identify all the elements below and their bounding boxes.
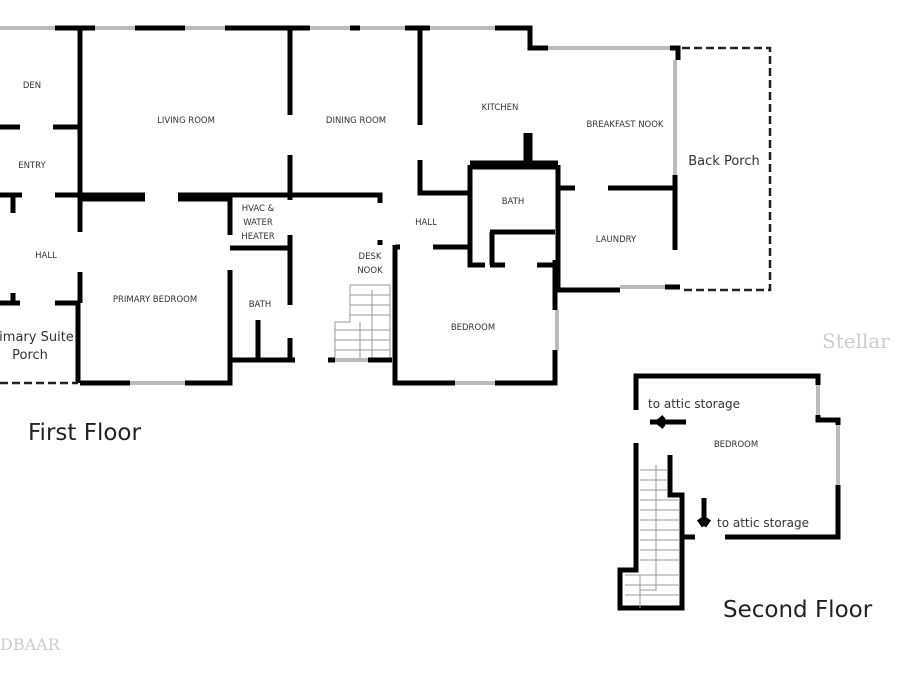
label-hall-left: HALL xyxy=(35,251,57,261)
label-hvac-2: WATER xyxy=(243,218,273,228)
watermark-dbaar: DBAAR xyxy=(0,635,61,654)
label-back-porch: Back Porch xyxy=(688,154,759,169)
arrow-icon xyxy=(650,415,712,528)
label-laundry: LAUNDRY xyxy=(596,235,637,245)
label-bath-upper: BATH xyxy=(502,197,525,207)
label-hall-center: HALL xyxy=(415,218,437,228)
label-entry: ENTRY xyxy=(18,161,46,171)
label-desk-nook-2: NOOK xyxy=(357,266,383,276)
watermark-stellar: Stellar xyxy=(822,329,890,353)
label-porch: Primary Suite xyxy=(0,330,74,345)
first-floor-title: First Floor xyxy=(28,420,141,446)
label-bath-lower: BATH xyxy=(249,300,272,310)
note-attic-1: to attic storage xyxy=(648,397,740,411)
label-kitchen: KITCHEN xyxy=(482,103,519,113)
room-labels: DEN ENTRY HALL LIVING ROOM DINING ROOM K… xyxy=(0,81,809,530)
note-attic-2: to attic storage xyxy=(717,516,809,530)
label-second-bedroom: BEDROOM xyxy=(714,440,758,450)
label-den: DEN xyxy=(23,81,41,91)
label-living-room: LIVING ROOM xyxy=(157,116,215,126)
label-bedroom: BEDROOM xyxy=(451,323,495,333)
label-hvac-3: HEATER xyxy=(241,232,274,242)
label-hvac: HVAC & xyxy=(242,204,275,214)
label-breakfast-nook: BREAKFAST NOOK xyxy=(586,120,663,130)
label-desk-nook: DESK xyxy=(359,252,382,262)
label-porch-2: Porch xyxy=(12,348,48,363)
label-dining-room: DINING ROOM xyxy=(326,116,386,126)
first-floor-walls xyxy=(0,25,772,386)
second-floor-title: Second Floor xyxy=(723,597,873,623)
label-primary-bedroom: PRIMARY BEDROOM xyxy=(113,295,197,305)
second-floor-walls xyxy=(617,373,841,611)
